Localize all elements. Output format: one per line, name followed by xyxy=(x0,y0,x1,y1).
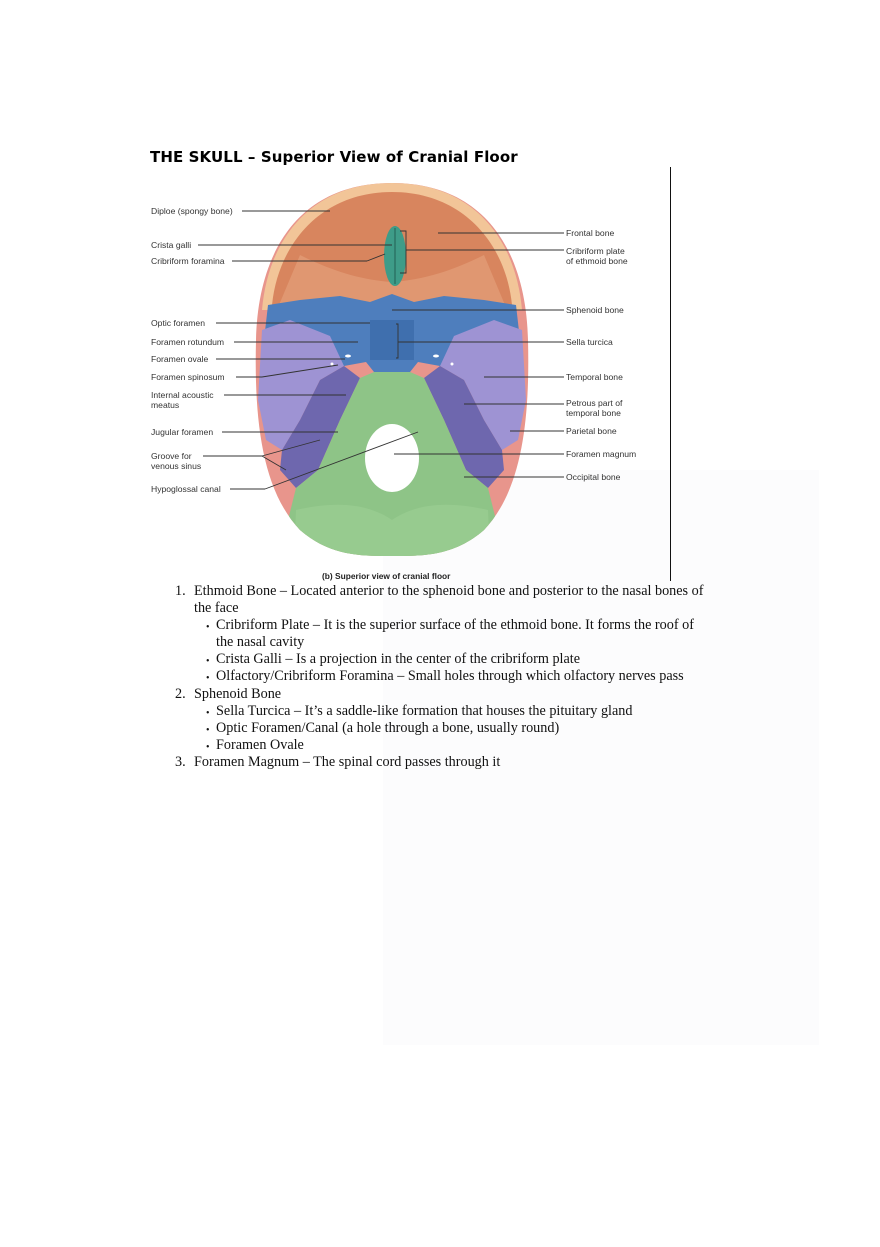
label-internal-acoustic-meatus: Internal acoustic meatus xyxy=(151,390,214,410)
skull-figure: Diploe (spongy bone) Crista galli Cribri… xyxy=(0,0,880,600)
bullet-crista-galli: Crista Galli – Is a projection in the ce… xyxy=(216,651,581,667)
label-parietal-bone: Parietal bone xyxy=(566,426,617,436)
bullet-foramen-ovale: Foramen Ovale xyxy=(216,737,304,753)
label-temporal-bone: Temporal bone xyxy=(566,372,623,382)
label-sphenoid-bone: Sphenoid bone xyxy=(566,305,624,315)
label-foramen-magnum: Foramen magnum xyxy=(566,449,637,459)
label-crista-galli: Crista galli xyxy=(151,240,192,250)
list-number: 3. xyxy=(175,754,186,770)
figure-caption: (b) Superior view of cranial floor xyxy=(322,571,451,581)
label-foramen-ovale: Foramen ovale xyxy=(151,354,209,364)
label-petrous-part: Petrous part of temporal bone xyxy=(566,398,623,418)
label-occipital-bone: Occipital bone xyxy=(566,472,621,482)
label-sella-turcica: Sella turcica xyxy=(566,337,613,347)
margin-rule xyxy=(670,167,671,581)
bullet-icon: • xyxy=(206,725,210,736)
bullet-icon: • xyxy=(206,708,210,719)
label-frontal-bone: Frontal bone xyxy=(566,228,615,238)
list-item-ethmoid-cont: the face xyxy=(194,600,239,616)
label-foramen-spinosum: Foramen spinosum xyxy=(151,372,225,382)
bullet-cribriform-plate: Cribriform Plate – It is the superior su… xyxy=(216,617,694,633)
label-optic-foramen: Optic foramen xyxy=(151,318,205,328)
label-jugular-foramen: Jugular foramen xyxy=(151,427,214,437)
bullet-icon: • xyxy=(206,656,210,667)
page-title: THE SKULL – Superior View of Cranial Flo… xyxy=(150,148,518,166)
list-item-ethmoid: Ethmoid Bone – Located anterior to the s… xyxy=(194,583,704,599)
list-item-sphenoid: Sphenoid Bone xyxy=(194,686,282,702)
label-hypoglossal-canal: Hypoglossal canal xyxy=(151,484,221,494)
bullet-icon: • xyxy=(206,742,210,753)
label-diploe: Diploe (spongy bone) xyxy=(151,206,233,216)
bullet-cribriform-plate-cont: the nasal cavity xyxy=(216,634,305,650)
bullet-icon: • xyxy=(206,622,210,633)
skull-illustration xyxy=(198,183,564,556)
label-groove-venous-sinus: Groove for venous sinus xyxy=(151,451,202,471)
bullet-olfactory-foramina: Olfactory/Cribriform Foramina – Small ho… xyxy=(216,668,684,684)
label-cribriform-plate: Cribriform plate of ethmoid bone xyxy=(566,246,628,266)
page-background-tint xyxy=(383,470,819,1045)
bullet-optic-foramen: Optic Foramen/Canal (a hole through a bo… xyxy=(216,720,560,736)
list-number: 2. xyxy=(175,686,186,702)
list-item-foramen-magnum: Foramen Magnum – The spinal cord passes … xyxy=(194,754,501,770)
list-number: 1. xyxy=(175,583,186,599)
bullet-icon: • xyxy=(206,673,210,684)
label-foramen-rotundum: Foramen rotundum xyxy=(151,337,225,347)
label-cribriform-foramina: Cribriform foramina xyxy=(151,256,225,266)
bullet-sella-turcica: Sella Turcica – It’s a saddle-like forma… xyxy=(216,703,633,719)
